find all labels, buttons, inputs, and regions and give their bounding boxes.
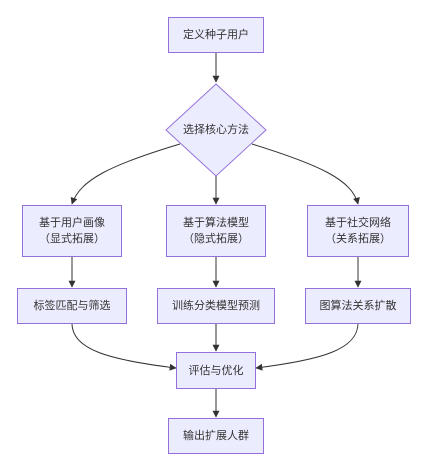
evaluate-optimize-node: 评估与优化 bbox=[176, 352, 256, 389]
social-label-line1: 基于社交网络 bbox=[325, 216, 391, 229]
tag-matching-label: 标签匹配与筛选 bbox=[33, 299, 111, 312]
graph-diffusion-node: 图算法关系扩散 bbox=[305, 288, 411, 324]
profile-node: 基于用户画像 （显式拓展） bbox=[22, 205, 122, 257]
output-audience-node: 输出扩展人群 bbox=[168, 418, 264, 454]
edge-method-social bbox=[251, 143, 360, 205]
graph-diffusion-label: 图算法关系扩散 bbox=[319, 299, 397, 312]
train-model-label: 训练分类模型预测 bbox=[172, 299, 260, 312]
algorithm-node: 基于算法模型 （隐式拓展） bbox=[166, 205, 266, 257]
edge-method-profile bbox=[70, 143, 181, 205]
edge-graph-eval bbox=[255, 322, 359, 371]
algorithm-label-line2: （隐式拓展） bbox=[183, 232, 249, 245]
evaluate-optimize-label: 评估与优化 bbox=[188, 363, 244, 377]
social-label-line2: （关系拓展） bbox=[325, 232, 391, 245]
seed-users-node: 定义种子用户 bbox=[168, 17, 264, 53]
core-method-decision: 选择核心方法 bbox=[170, 120, 262, 140]
core-method-label: 选择核心方法 bbox=[183, 123, 249, 136]
train-model-node: 训练分类模型预测 bbox=[157, 288, 275, 324]
output-audience-label: 输出扩展人群 bbox=[183, 429, 249, 442]
social-node: 基于社交网络 （关系拓展） bbox=[307, 205, 409, 257]
seed-users-label: 定义种子用户 bbox=[183, 28, 249, 41]
profile-label-line2: （显式拓展） bbox=[39, 232, 105, 245]
tag-matching-node: 标签匹配与筛选 bbox=[17, 288, 127, 324]
algorithm-label-line1: 基于算法模型 bbox=[183, 216, 249, 229]
edge-tag-eval bbox=[71, 322, 177, 371]
profile-label-line1: 基于用户画像 bbox=[39, 216, 105, 229]
